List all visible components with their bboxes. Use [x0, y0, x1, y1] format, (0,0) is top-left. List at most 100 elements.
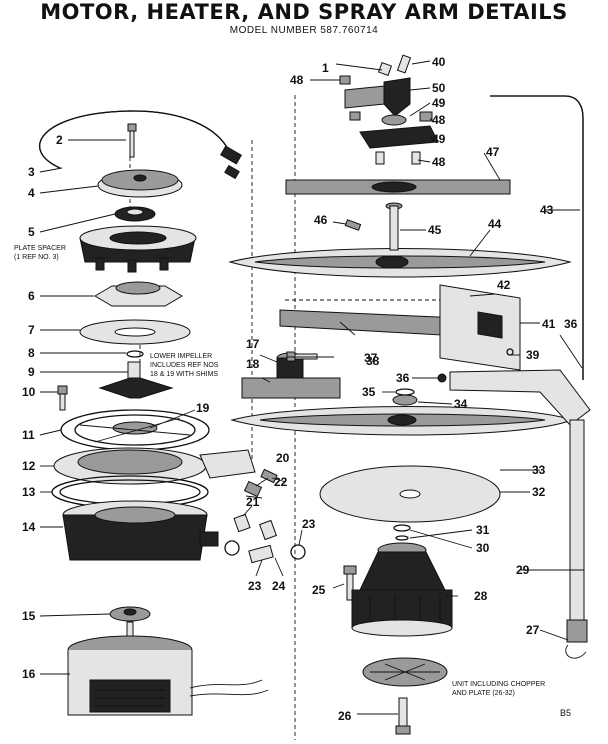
motor [67, 621, 269, 716]
chopper-note: UNIT INCLUDING CHOPPER [452, 681, 545, 688]
leader-lines [39, 60, 584, 715]
part-number-labels: 1 2 3 4 5 6 7 8 9 10 11 12 13 14 15 16 1… [22, 55, 578, 723]
part-label: 14 [22, 520, 36, 534]
part-label: 29 [516, 563, 530, 577]
part-label: 1 [322, 61, 329, 75]
part-label: 6 [28, 289, 35, 303]
part-label: 26 [338, 709, 352, 723]
part-label: 45 [428, 223, 442, 237]
part-label: 7 [28, 323, 35, 337]
plate-spacer-note: PLATE SPACER [14, 245, 66, 252]
bolt [127, 123, 137, 158]
part-label: 40 [432, 55, 446, 69]
part-label: 32 [532, 485, 546, 499]
part-label: 12 [22, 459, 36, 473]
upper-impeller [97, 169, 183, 198]
chopper-housing [351, 542, 453, 637]
part-label: 43 [540, 203, 554, 217]
part-label: 17 [246, 337, 260, 351]
feed-tube [449, 95, 591, 659]
part-label: 3 [28, 165, 35, 179]
part-label: 11 [22, 428, 35, 442]
part-label: 16 [22, 667, 36, 681]
spray-arm-support [279, 284, 521, 371]
part-label: 42 [497, 278, 511, 292]
part-label: 33 [532, 463, 546, 477]
screw [344, 219, 362, 231]
part-label: 23 [248, 579, 262, 593]
lower-impeller-note: 18 & 19 WITH SHIMS [150, 371, 218, 378]
part-label: 47 [486, 145, 500, 159]
pump-base [53, 447, 256, 485]
part-label: 48 [290, 73, 304, 87]
part-label: 38 [366, 354, 380, 368]
upper-spray-arm [228, 248, 572, 278]
washer [395, 388, 415, 396]
bolt [395, 697, 411, 735]
hub-nut [392, 394, 418, 406]
part-label: 22 [274, 475, 288, 489]
part-label: 36 [396, 371, 410, 385]
model-number: MODEL NUMBER 587.760714 [229, 25, 379, 36]
part-label: 50 [432, 81, 446, 95]
part-label: 36 [564, 317, 578, 331]
part-label: 5 [28, 225, 35, 239]
washer [393, 524, 411, 532]
leader [149, 409, 196, 429]
small-fittings [224, 468, 306, 564]
bolt [343, 565, 357, 601]
chopper-note: AND PLATE (26-32) [452, 690, 515, 697]
fitting [437, 373, 447, 383]
part-label: 2 [56, 133, 63, 147]
part-label: 15 [22, 609, 36, 623]
washer [395, 535, 409, 541]
part-label: 19 [196, 401, 210, 415]
page-title: MOTOR, HEATER, AND SPRAY ARM DETAILS [40, 0, 568, 24]
pump-housing [60, 409, 210, 451]
part-label: 21 [246, 495, 260, 509]
strainer-plate [319, 465, 501, 523]
part-label: 37 [364, 351, 378, 365]
part-label: 4 [28, 186, 35, 200]
upper-fittings [339, 54, 439, 165]
strainer-tube [241, 352, 341, 399]
motor-coupling [109, 606, 151, 622]
bolt [286, 351, 318, 362]
part-label: 25 [312, 583, 326, 597]
part-label: 20 [276, 451, 290, 465]
bolt [57, 385, 68, 411]
motor-mount [62, 500, 219, 561]
part-label: 9 [28, 365, 35, 379]
part-label: 44 [488, 217, 502, 231]
lower-impeller-note: LOWER IMPELLER [150, 353, 212, 360]
part-label: 48 [432, 113, 446, 127]
part-label: 35 [362, 385, 376, 399]
part-label: 27 [526, 623, 540, 637]
plate-spacer-note: (1 REF NO. 3) [14, 254, 59, 261]
part-label: 48 [432, 155, 446, 169]
part-label: 39 [526, 348, 540, 362]
heater-element [39, 110, 242, 180]
part-label: 23 [302, 517, 316, 531]
part-label: 8 [28, 346, 35, 360]
spray-arm-shaft [385, 202, 403, 251]
washer [126, 350, 144, 358]
lower-spray-arm [230, 406, 574, 436]
gear [114, 206, 156, 222]
chopper-blade [362, 657, 448, 687]
reference-notes: PLATE SPACER (1 REF NO. 3) LOWER IMPELLE… [14, 245, 571, 718]
lower-impeller-note: INCLUDES REF NOS [150, 362, 219, 369]
part-label: 10 [22, 385, 36, 399]
gasket [79, 319, 191, 345]
plate-spacer-housing [79, 225, 197, 273]
part-label: 30 [476, 541, 490, 555]
part-label: 31 [476, 523, 490, 537]
manifold [285, 179, 511, 195]
part-label: 49 [432, 96, 446, 110]
part-label: 18 [246, 357, 260, 371]
part-label: 49 [432, 132, 446, 146]
part-label: 28 [474, 589, 488, 603]
page-code: B5 [560, 708, 571, 718]
part-label: 46 [314, 213, 328, 227]
